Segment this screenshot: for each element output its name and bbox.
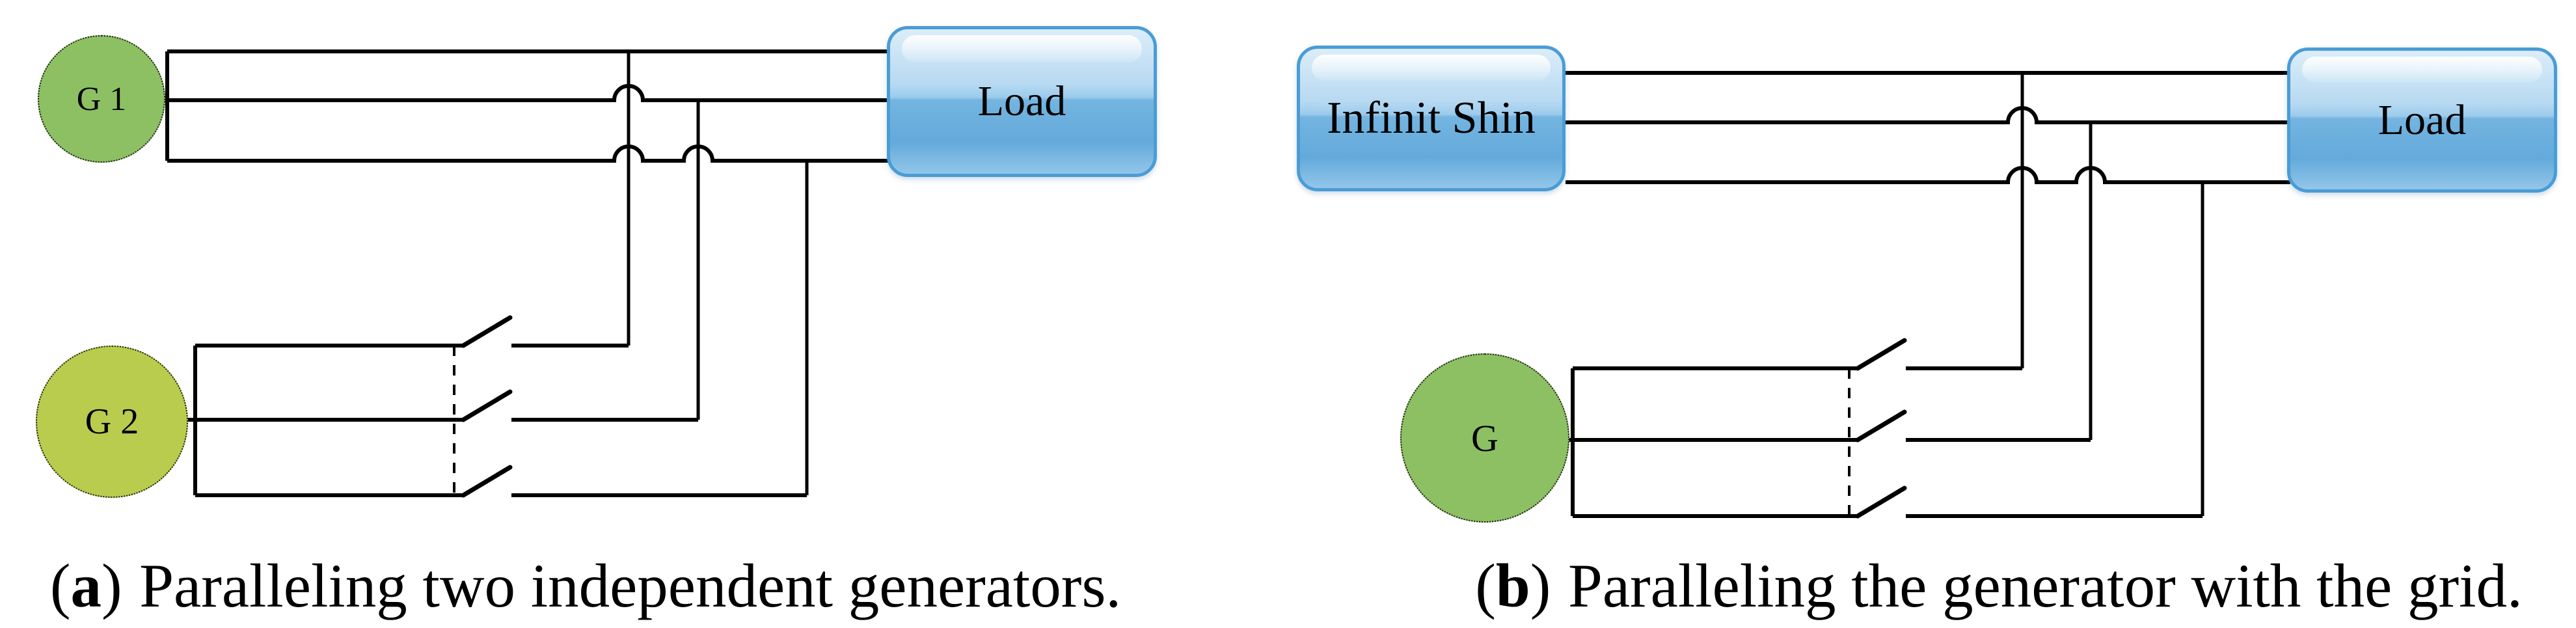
load-label-panel-a: Load [977,77,1066,125]
a-bus-line-2-with-hop [165,84,890,102]
b-switch1-blade [1855,338,1907,371]
caption-a-letter: a [70,551,102,620]
infinite-bus-label: Infinit Shin [1327,93,1536,143]
a-switch3-blade [461,465,513,498]
load-node-panel-b: Load [2287,48,2557,193]
caption-a-open-paren: ( [49,551,71,620]
generator-g1-label: G 1 [76,80,127,118]
caption-b-close-paren: ) [1530,551,1551,620]
caption-panel-a: (a)Paralleling two independent generator… [39,552,1132,620]
panel-a-wiring [165,49,890,498]
generator-g-node: G [1400,353,1569,523]
a-bus-line-3-with-hops [167,144,890,163]
b-switch2-blade [1855,409,1907,443]
load-node-panel-a: Load [887,26,1157,177]
generator-g2-label: G 2 [85,402,139,442]
generator-g2-node: G 2 [36,346,188,498]
caption-b-text: Paralleling the generator with the grid. [1567,551,2523,620]
panel-b-wiring [1566,71,2290,519]
generator-g1-node: G 1 [38,35,165,163]
caption-a-text: Paralleling two independent generators. [139,551,1122,620]
caption-b-open-paren: ( [1475,551,1496,620]
caption-a-close-paren: ) [101,551,122,620]
b-switch3-blade [1855,485,1907,519]
a-switch1-blade [461,315,513,348]
a-switch2-blade [461,389,513,422]
infinite-bus-node: Infinit Shin [1297,46,1566,191]
caption-panel-b: (b)Paralleling the generator with the gr… [1452,552,2545,620]
generator-g-label: G [1471,416,1498,459]
load-label-panel-b: Load [2378,96,2467,144]
caption-b-letter: b [1495,551,1530,620]
b-bus-line-2-with-hop [1566,106,2290,124]
b-bus-line-3-with-hops [1566,166,2290,184]
